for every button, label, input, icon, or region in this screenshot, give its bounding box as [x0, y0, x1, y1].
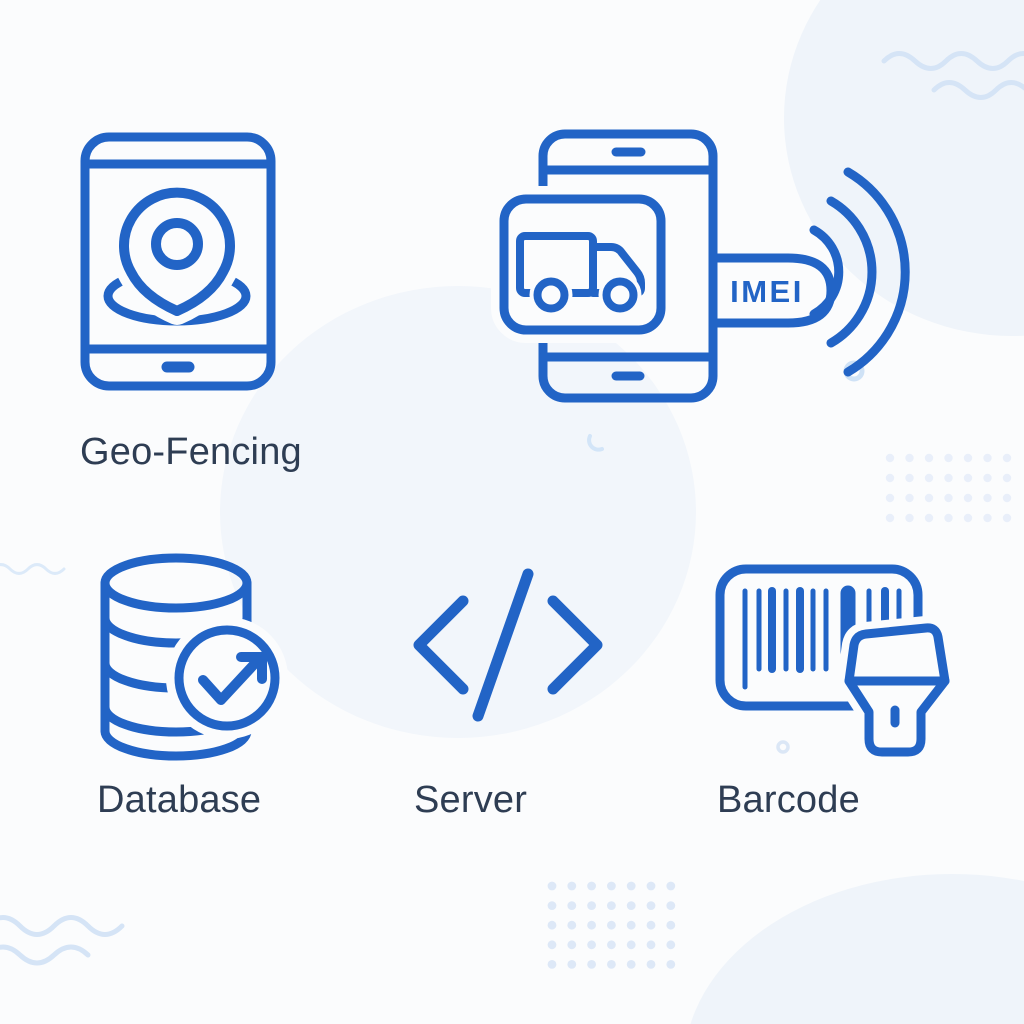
code-chevron-right	[547, 595, 603, 695]
ring-decoration-2	[776, 740, 790, 754]
database-bottom	[100, 726, 252, 761]
signal-arc-outer	[843, 167, 910, 377]
database-top	[100, 553, 252, 613]
code-slash	[472, 568, 534, 722]
wave-left-middle	[0, 563, 66, 575]
pin-center-dot	[151, 218, 203, 270]
signal-arc-inner	[809, 225, 844, 319]
wave-top-right-1	[881, 51, 1024, 71]
check-arrow-head	[236, 652, 267, 684]
truck-wheel-right	[602, 277, 638, 313]
check-arrow	[198, 653, 265, 705]
barcode-label: Barcode	[717, 779, 860, 821]
truck-icon	[516, 232, 645, 317]
crescent-decoration	[587, 434, 604, 452]
code-chevron-left	[413, 595, 469, 695]
wave-bottom-left-1	[0, 915, 125, 937]
wave-bottom-left-2	[0, 944, 91, 966]
database-icon	[100, 553, 288, 761]
wave-decorations	[0, 51, 1024, 966]
dot-grid-right	[885, 453, 1012, 523]
server-code-icon	[413, 568, 603, 722]
wave-top-right-2	[931, 80, 1024, 100]
server-label: Server	[414, 779, 528, 821]
truck-wheel-left	[533, 277, 569, 313]
database-label: Database	[97, 779, 262, 821]
imei-tracking-icon: IMEI	[491, 129, 910, 403]
dot-grid-bottom	[547, 881, 676, 969]
barcode-icon	[715, 564, 957, 764]
scanner-body	[844, 623, 950, 757]
imei-tag-label: IMEI	[730, 274, 804, 309]
barcode-bars	[742, 585, 902, 690]
signal-arc-middle	[826, 196, 877, 348]
geo-fencing-icon	[80, 132, 276, 391]
app-card	[499, 194, 666, 335]
tablet-body	[80, 132, 276, 391]
geo-fencing-label: Geo-Fencing	[80, 431, 302, 473]
location-pin-icon	[119, 187, 235, 316]
sync-badge-circle	[174, 625, 280, 731]
